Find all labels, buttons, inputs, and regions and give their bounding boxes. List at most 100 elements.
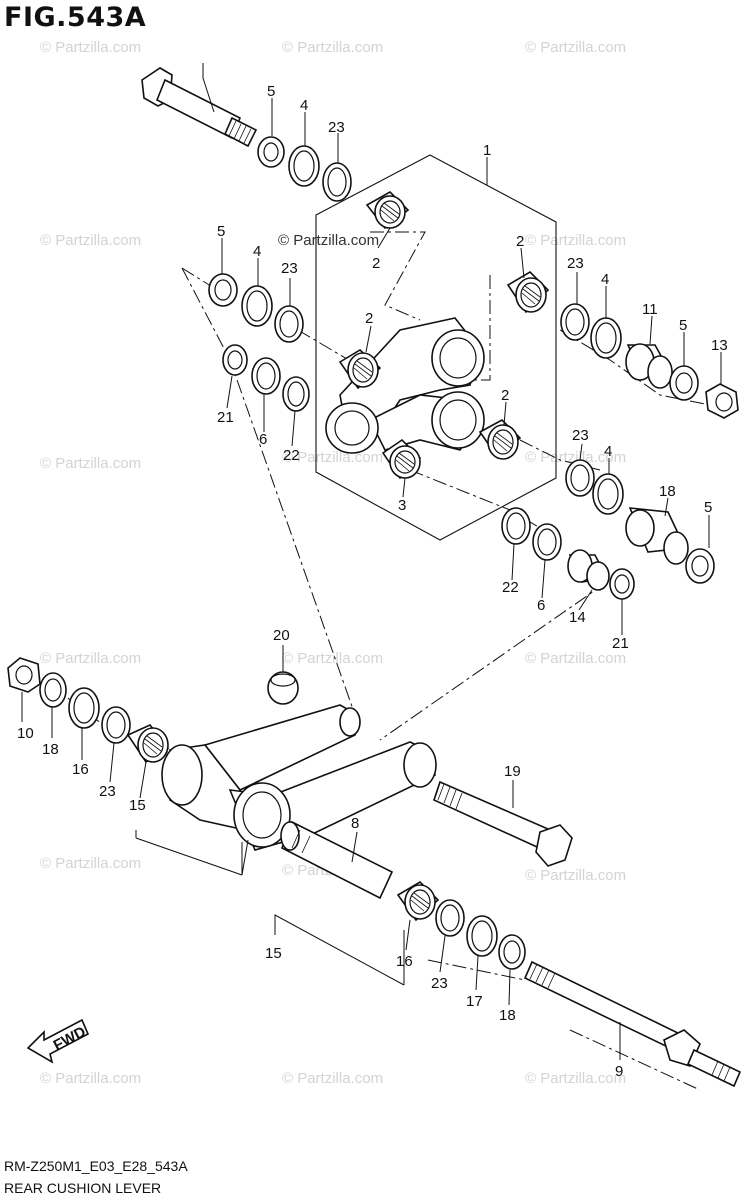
washer-18-right[interactable] (498, 934, 526, 970)
callout-2: 2 (516, 233, 524, 250)
seal-4-upper[interactable] (288, 145, 320, 187)
spacer-10[interactable] (625, 343, 673, 389)
callout-2: 2 (501, 387, 509, 404)
washer-21-right[interactable] (609, 568, 635, 600)
callout-numbers: 5 4 23 1 2 2 2 2 3 5 4 23 21 6 22 23 4 1… (17, 83, 728, 1080)
callout-19: 19 (504, 763, 521, 780)
callout-6: 6 (259, 431, 267, 448)
callout-20: 20 (273, 627, 290, 644)
bearing-15-left[interactable] (126, 724, 170, 764)
forward-arrow-icon: FWD (26, 1018, 90, 1064)
seal-16-left[interactable] (68, 687, 100, 729)
nut-9[interactable] (7, 657, 41, 693)
figure-title: FIG.543A (4, 2, 147, 33)
washer-23-lower-left[interactable] (101, 706, 131, 744)
watermark: © Partzilla.com (40, 455, 141, 472)
callout-14: 15 (265, 945, 282, 962)
callout-13: 14 (569, 609, 586, 626)
seal-6-right[interactable] (532, 523, 562, 561)
callout-2: 2 (365, 310, 373, 327)
watermark: © Partzilla.com (40, 1070, 141, 1087)
watermark: © Partzilla.com (282, 1070, 383, 1087)
callout-5: 5 (217, 223, 225, 240)
watermark: © Partzilla.com (282, 39, 383, 56)
callout-2: 2 (372, 255, 380, 272)
callout-18: 18 (499, 1007, 516, 1024)
figure-caption: REAR CUSHION LEVER (4, 1180, 162, 1196)
bearing-2-right-lower[interactable] (478, 419, 522, 460)
callout-15: 15 (129, 797, 146, 814)
bolt-19[interactable] (433, 780, 573, 867)
callout-23: 23 (281, 260, 298, 277)
collar-5-right-upper[interactable] (669, 365, 699, 401)
leader-lines (21, 63, 722, 1060)
callout-3: 3 (398, 497, 406, 514)
watermark: © Partzilla.com (282, 449, 383, 466)
sleeve-7[interactable] (280, 820, 394, 900)
watermark: © Partzilla.com (525, 650, 626, 667)
callout-6: 6 (537, 597, 545, 614)
seal-16-right[interactable] (466, 915, 498, 957)
lever-assembly-frame (315, 154, 557, 541)
callout-5: 5 (704, 499, 712, 516)
cushion-lever-body[interactable] (325, 317, 485, 454)
watermark: © Partzilla.com (40, 855, 141, 872)
callout-5: 5 (679, 317, 687, 334)
collar-5-upper[interactable] (257, 136, 285, 168)
collar-5-right-lower[interactable] (685, 548, 715, 584)
washer-23-upper[interactable] (322, 162, 352, 202)
bearing-3[interactable] (381, 438, 422, 480)
seal-4-right-upper[interactable] (590, 317, 622, 359)
washer-22-right[interactable] (501, 507, 531, 545)
callout-10: 11 (642, 301, 658, 318)
seal-6-left[interactable] (251, 357, 281, 395)
washer-23-right-upper[interactable] (560, 303, 590, 341)
cushion-rod-14[interactable] (161, 704, 437, 851)
washer-22-left[interactable] (282, 376, 310, 412)
watermark: © Partzilla.com (282, 650, 383, 667)
callout-1: 1 (483, 142, 491, 159)
callout-12: 13 (711, 337, 728, 354)
callout-18: 18 (42, 741, 59, 758)
callout-4: 4 (300, 97, 308, 114)
watermark: © Partzilla.com (40, 232, 141, 249)
bearing-2-left[interactable] (338, 349, 382, 390)
bearing-2-top[interactable] (365, 191, 410, 230)
cap-20[interactable] (267, 671, 299, 705)
nut-12[interactable] (705, 383, 739, 419)
callout-17: 18 (659, 483, 676, 500)
spacer-17[interactable] (625, 507, 689, 565)
bolt-11[interactable] (141, 67, 258, 148)
washer-23-lower-right[interactable] (435, 899, 465, 937)
callout-7: 8 (351, 815, 359, 832)
seal-4-right-lower[interactable] (592, 473, 624, 515)
watermark: © Partzilla.com (40, 650, 141, 667)
callout-16: 17 (466, 993, 483, 1010)
callout-9: 10 (17, 725, 34, 742)
washer-21-left[interactable] (222, 344, 248, 376)
watermark: © Partzilla.com (525, 867, 626, 884)
watermark: © Partzilla.com (525, 1070, 626, 1087)
bearing-2-right-upper[interactable] (506, 270, 550, 314)
watermark: © Partzilla.com (525, 449, 626, 466)
callout-22: 22 (283, 447, 300, 464)
callout-21: 21 (217, 409, 234, 426)
callout-23: 23 (431, 975, 448, 992)
washer-23-right-lower[interactable] (565, 459, 595, 497)
callout-4: 4 (253, 243, 261, 260)
callout-4: 4 (604, 443, 612, 460)
callout-5: 5 (267, 83, 275, 100)
callout-23: 23 (567, 255, 584, 272)
watermark-center: © Partzilla.com (278, 232, 379, 249)
callout-22: 22 (502, 579, 519, 596)
washer-18-left[interactable] (39, 672, 67, 708)
washer-23-left[interactable] (274, 305, 304, 343)
bolt-8[interactable] (523, 960, 742, 1088)
watermark: © Partzilla.com (525, 39, 626, 56)
bearing-15-right[interactable] (396, 880, 440, 922)
callout-21: 21 (612, 635, 629, 652)
collar-5-left[interactable] (208, 273, 238, 307)
spacer-13[interactable] (567, 549, 610, 591)
seal-4-left[interactable] (241, 285, 273, 327)
